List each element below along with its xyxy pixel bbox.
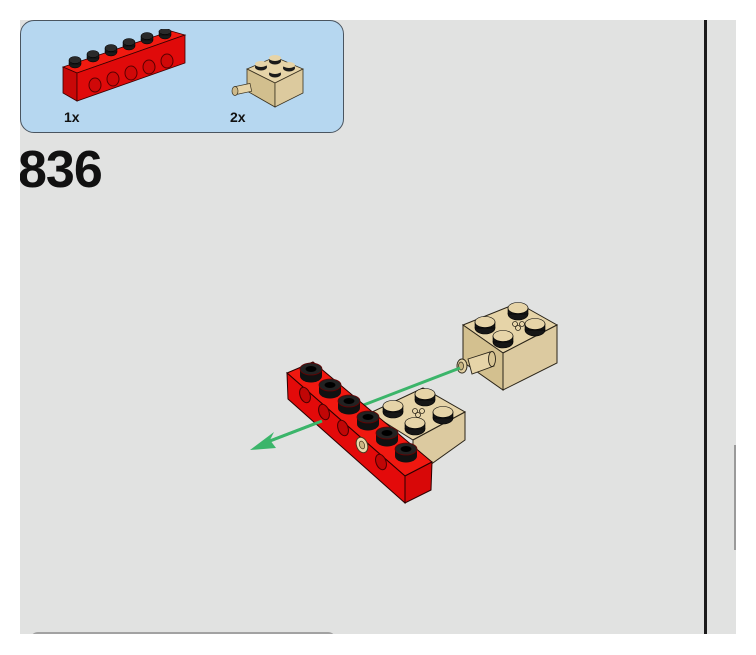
next-step-parts-box-edge (30, 632, 336, 634)
red-technic-brick (286, 361, 433, 505)
next-page-box-edge (734, 445, 736, 550)
attached-tan-brick (368, 387, 467, 469)
detached-tan-brick (456, 302, 559, 391)
arrow-head-icon (250, 432, 276, 450)
part-quantity-red-brick: 1x (64, 109, 80, 125)
step-number: 836 (20, 141, 103, 199)
instruction-page: 1x 2x 836 (20, 20, 736, 634)
parts-callout-box: 1x 2x (20, 20, 344, 133)
page-divider (704, 20, 707, 634)
assembly-illustration (250, 302, 559, 505)
tan-brick-with-pin-icon (231, 55, 304, 108)
part-quantity-tan-brick: 2x (230, 109, 246, 125)
red-technic-brick-icon (61, 29, 187, 102)
